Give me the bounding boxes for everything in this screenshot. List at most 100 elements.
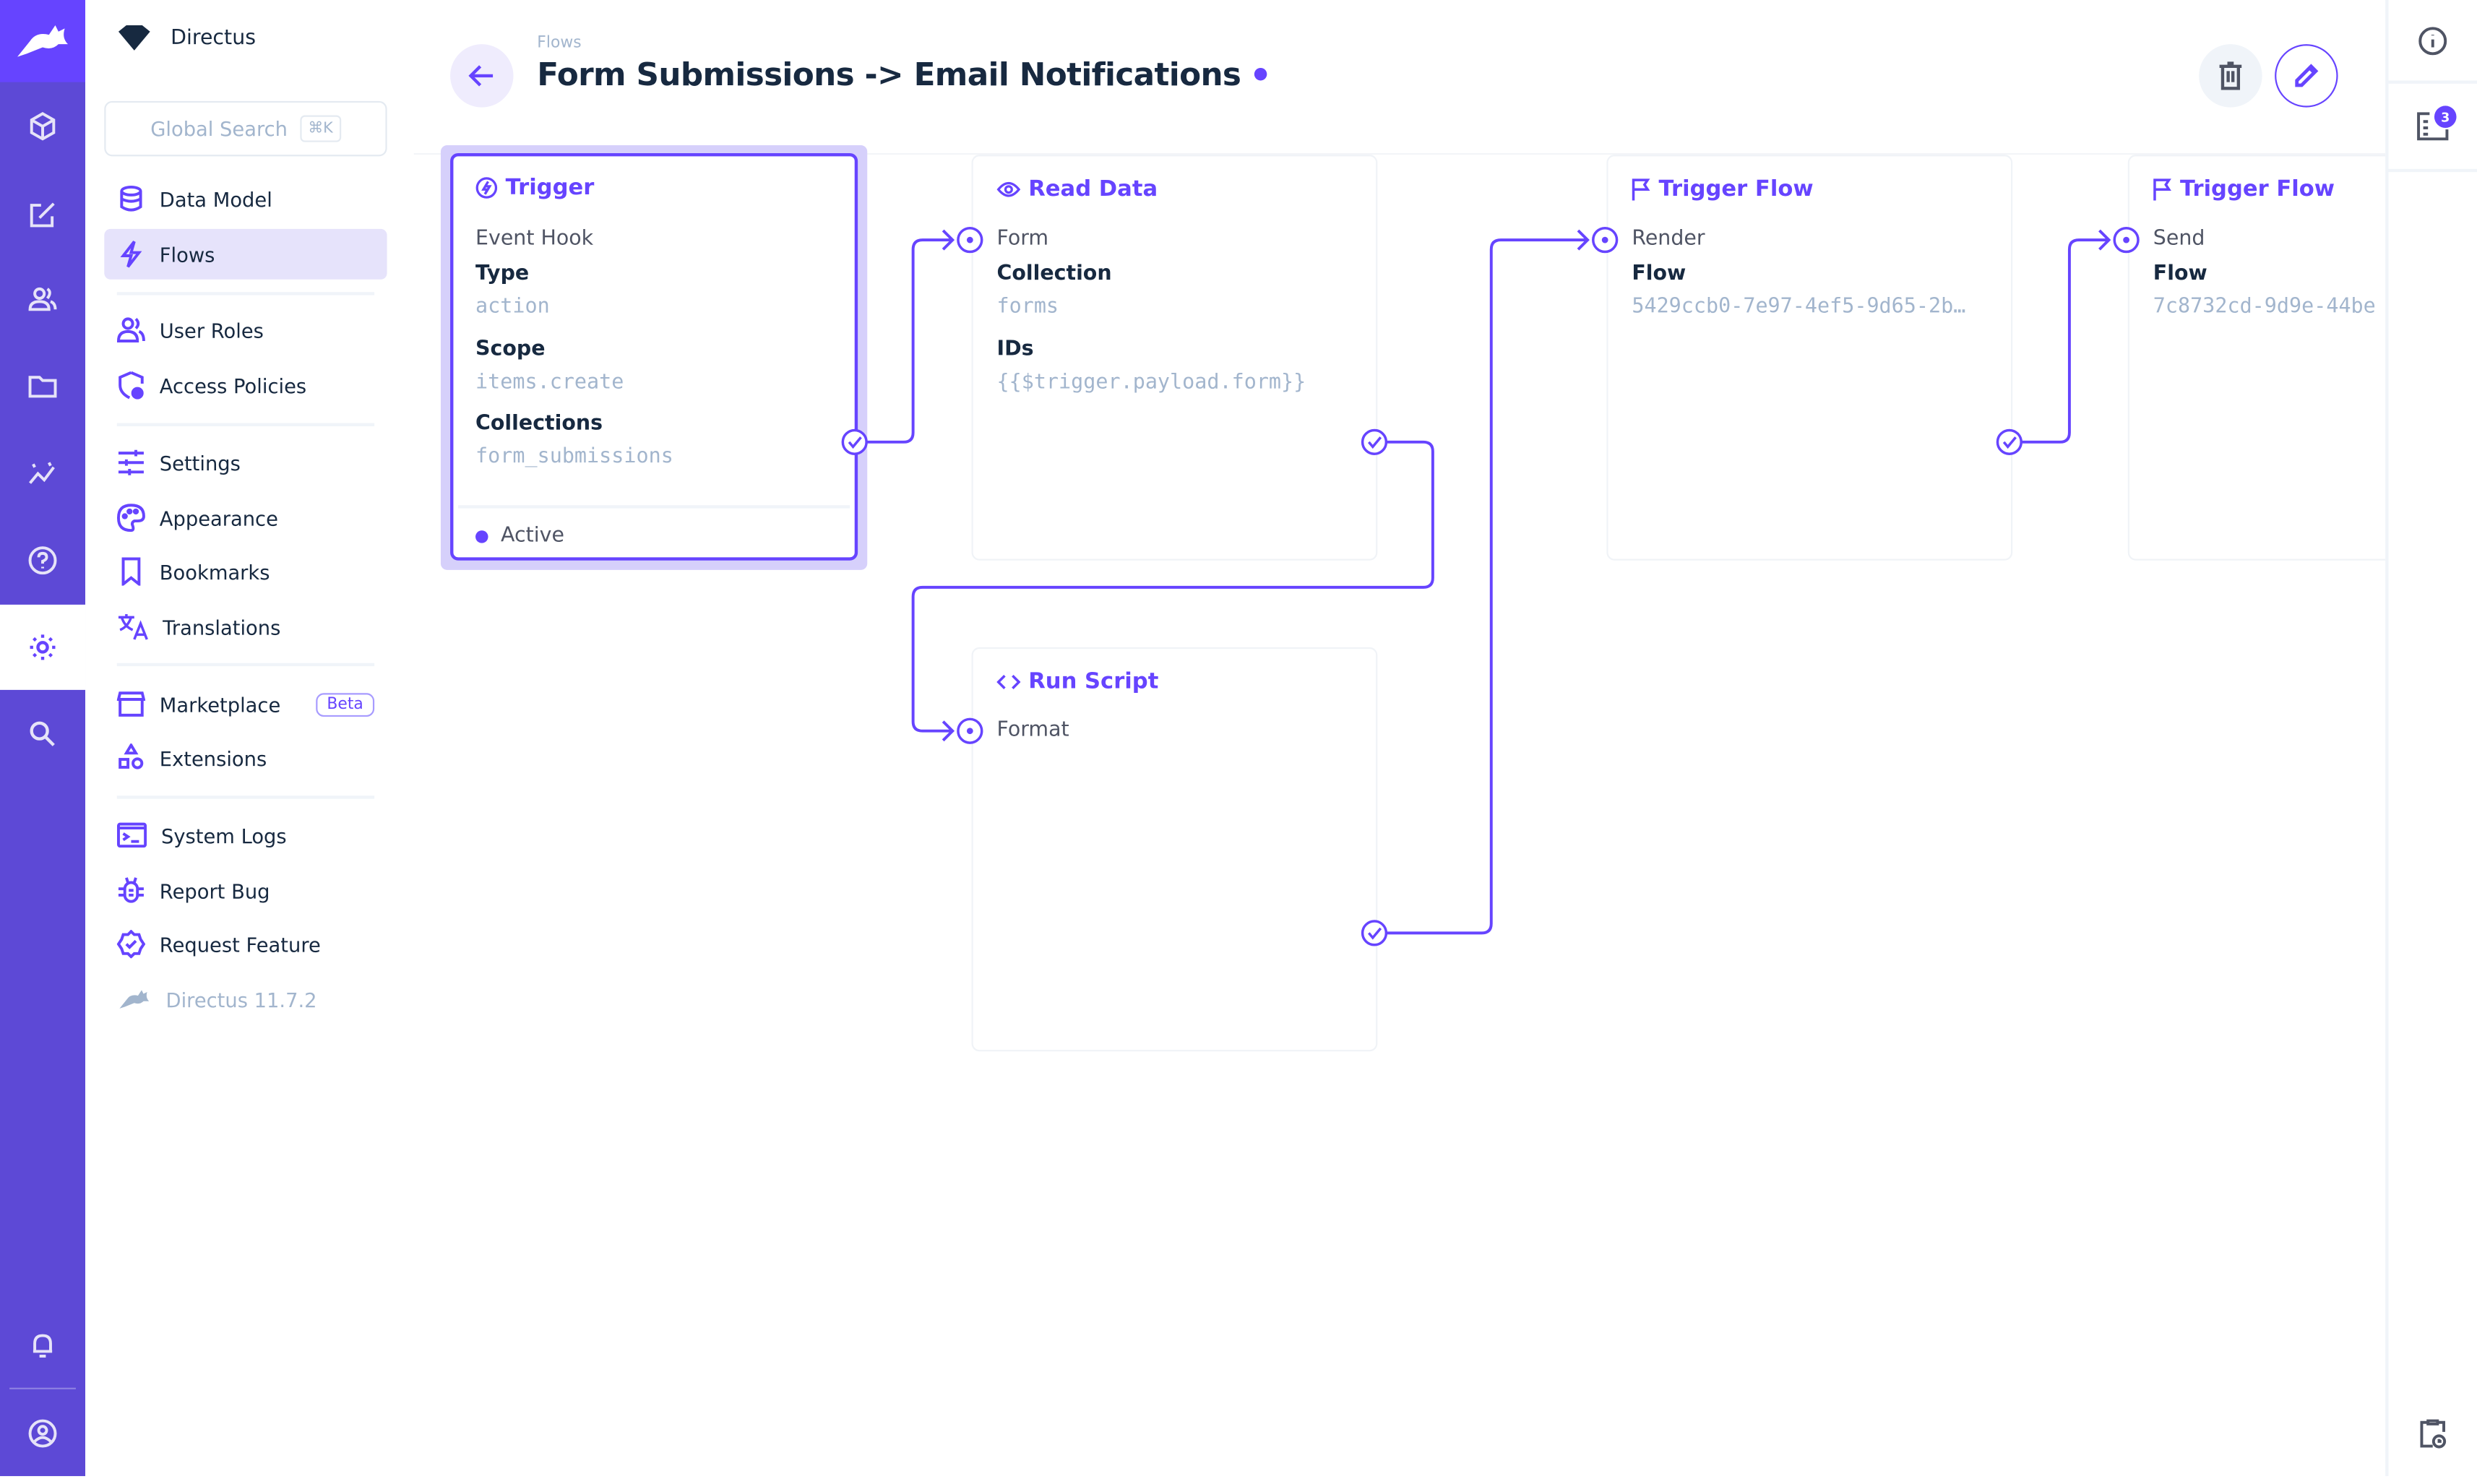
project-name: Directus [171,26,257,50]
panel-title: Trigger Flow [2153,177,2335,202]
bookmark-icon [121,557,141,586]
panel-title-text: Trigger Flow [1658,176,1814,202]
field-label: Flow [1632,262,1686,286]
sidebar-divider [116,663,375,667]
files-icon[interactable] [0,344,85,429]
search-icon[interactable] [0,691,85,777]
panel-title: Read Data [996,177,1158,202]
breadcrumb[interactable]: Flows [537,35,582,53]
project-header[interactable]: Directus [117,25,256,51]
sidebar-divider [116,795,375,799]
sidebar-divider [116,292,375,295]
sidebar-item-report-bug[interactable]: Report Bug [104,865,387,915]
connector-trigger-flow-trigger-flow [2022,229,2111,444]
notifications-icon[interactable] [0,1303,85,1388]
input-handle-icon[interactable] [957,717,983,744]
panel-title: Run Script [996,669,1158,694]
database-icon [120,185,142,212]
field-value: items.create [475,371,624,395]
panel-title-text: Trigger [505,175,595,201]
resolve-handle-icon[interactable] [1361,920,1388,946]
panel-name: Event Hook [475,227,594,251]
sidebar-item-label: Report Bug [159,879,270,902]
revisions-button[interactable]: 3 [2388,84,2477,173]
sliders-icon [118,449,144,475]
sidebar-item-flows[interactable]: Flows [104,228,387,280]
sidebar-item-label: Data Model [159,186,272,211]
panel-title-text: Trigger Flow [2179,176,2335,202]
verified-icon [116,930,146,959]
back-button[interactable] [450,44,514,108]
sidebar-item-extensions[interactable]: Extensions [104,733,387,783]
field-value: {{$trigger.payload.form}} [996,371,1306,395]
connector-trigger-read [867,229,955,444]
directus-logo[interactable] [0,0,86,82]
version-info[interactable]: Directus 11.7.2 [104,974,387,1024]
input-handle-icon[interactable] [957,226,983,254]
sidebar-item-label: Request Feature [159,932,321,957]
input-handle-icon[interactable] [1592,226,1619,254]
edit-icon[interactable] [0,172,85,257]
sidebar-item-appearance[interactable]: Appearance [104,493,387,543]
delete-button[interactable] [2199,44,2262,108]
flow-connectors [867,229,2111,935]
field-value: 5429ccb0-7e97-4ef5-9d65-2b… [1632,295,1966,319]
sidebar-item-system-logs[interactable]: System Logs [104,810,387,860]
edit-button[interactable] [2275,44,2338,108]
info-button[interactable] [2388,0,2477,84]
panel-name: Format [996,718,1069,742]
settings-icon[interactable] [0,604,86,690]
flag-icon [2153,178,2171,201]
resolve-handle-icon[interactable] [1996,428,2022,455]
header-divider [413,152,2386,155]
clipboard-button[interactable] [2389,1389,2477,1477]
content-icon[interactable] [0,84,85,169]
sidebar-item-label: Translations [163,615,281,639]
sidebar-item-data-model[interactable]: Data Model [104,173,387,224]
trigger-panel[interactable]: Trigger Event Hook Type action Scope ite… [450,152,858,561]
active-dot [475,530,488,543]
resolve-handle-icon[interactable] [1361,428,1388,455]
users-icon[interactable] [0,257,85,342]
rail-divider [9,1387,76,1389]
shapes-icon [119,743,144,769]
sidebar-item-access-policies[interactable]: Access Policies [104,360,387,410]
store-icon [116,691,146,717]
insights-icon[interactable] [0,431,85,517]
field-value: form_submissions [475,445,673,469]
field-label: Type [475,262,530,286]
sidebar-item-user-roles[interactable]: User Roles [104,305,387,355]
sidebar-item-settings[interactable]: Settings [104,437,387,488]
flag-icon [1632,178,1650,201]
account-icon[interactable] [0,1391,85,1476]
panel-title-text: Read Data [1028,176,1158,202]
right-sidebar: 3 [2385,0,2477,1477]
run-script-panel[interactable]: Run Script Format [971,647,1378,1052]
panel-name: Render [1632,227,1705,251]
field-label: Scope [475,337,546,362]
trigger-flow-panel[interactable]: Trigger Flow Render Flow 5429ccb0-7e97-4… [1606,155,2013,561]
global-search-input[interactable]: Global Search ⌘K [104,100,387,157]
sidebar-item-request-feature[interactable]: Request Feature [104,919,387,970]
status-row: Active [475,524,564,548]
sidebar-item-label: Settings [159,450,241,475]
connector-script-trigger-flow [1387,229,1590,935]
rabbit-logo-icon [17,25,69,57]
sidebar-item-label: Extensions [159,746,267,770]
read-data-panel[interactable]: Read Data Form Collection forms IDs {{$t… [971,155,1378,561]
revisions-icon [2417,112,2449,141]
navigation-sidebar: Directus Global Search ⌘K Data Model Flo… [85,0,414,1477]
sidebar-item-translations[interactable]: Translations [104,602,387,652]
sidebar-item-bookmarks[interactable]: Bookmarks [104,546,387,597]
flow-handles [841,226,2140,946]
input-handle-icon[interactable] [2113,226,2140,254]
trigger-flow-panel[interactable]: Trigger Flow Send Flow 7c8732cd-9d9e-44b… [2127,155,2386,561]
info-icon [2418,26,2447,55]
field-label: Flow [2153,262,2207,286]
panel-title-text: Run Script [1028,669,1159,695]
resolve-handle-icon[interactable] [841,428,868,455]
trash-icon [2219,61,2242,90]
clipboard-clock-icon [2420,1419,2447,1449]
help-icon[interactable] [0,518,85,603]
